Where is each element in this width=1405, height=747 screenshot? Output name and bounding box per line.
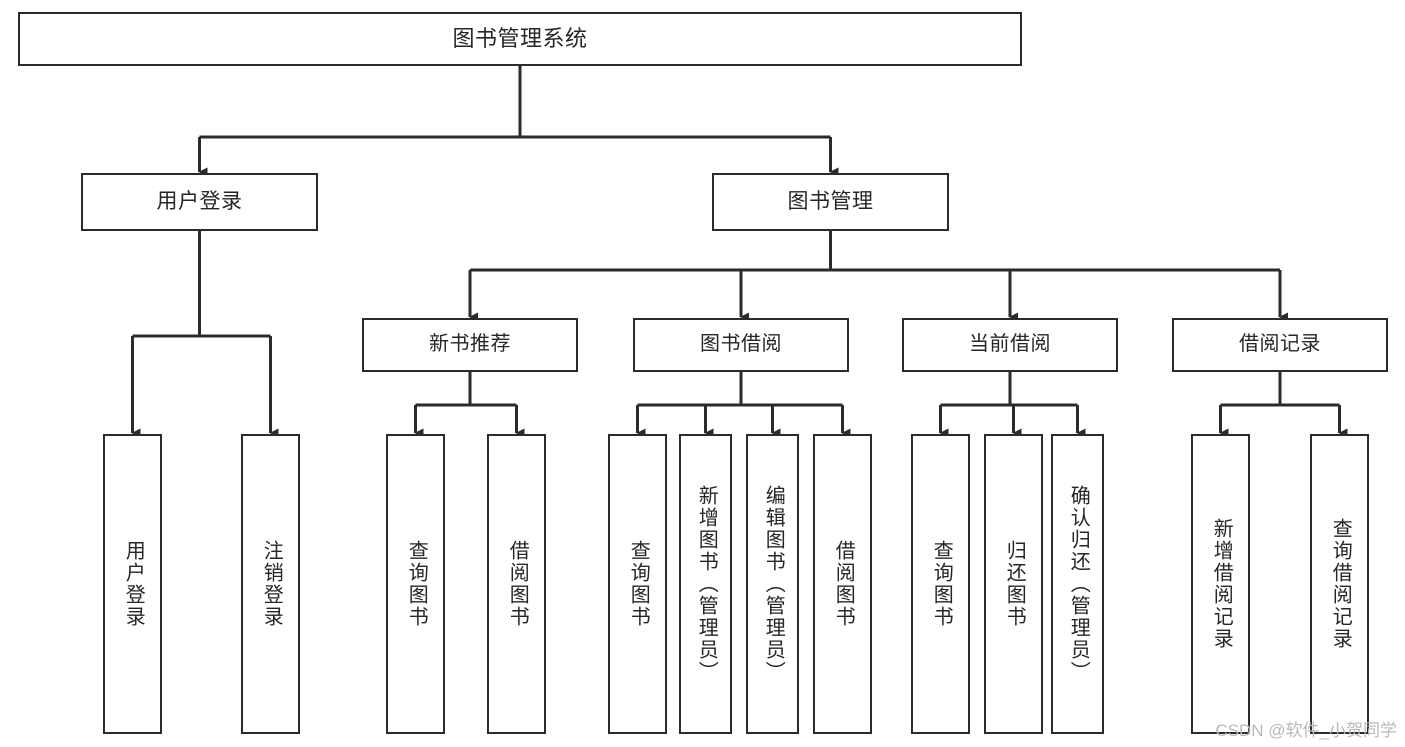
- node-label: 借阅记录: [1239, 333, 1321, 356]
- node-label: 查询图书: [930, 540, 953, 628]
- node-leaf-query-book-2[interactable]: 查询图书: [608, 434, 667, 734]
- node-leaf-add-book[interactable]: 新增图书（管理员）: [679, 434, 732, 734]
- node-label: 注销登录: [260, 540, 283, 628]
- node-label: 查询借阅记录: [1329, 518, 1352, 650]
- node-label: 新书推荐: [429, 333, 511, 356]
- node-leaf-query-record[interactable]: 查询借阅记录: [1310, 434, 1369, 734]
- node-root[interactable]: 图书管理系统: [18, 12, 1022, 66]
- node-leaf-borrow-book-1[interactable]: 借阅图书: [487, 434, 546, 734]
- node-book-manage[interactable]: 图书管理: [712, 173, 949, 231]
- node-leaf-borrow-book-2[interactable]: 借阅图书: [813, 434, 872, 734]
- node-label: 图书管理系统: [452, 26, 588, 52]
- node-leaf-return-book[interactable]: 归还图书: [984, 434, 1043, 734]
- node-leaf-edit-book[interactable]: 编辑图书（管理员）: [746, 434, 799, 734]
- node-label: 图书管理: [787, 189, 874, 213]
- node-leaf-add-record[interactable]: 新增借阅记录: [1191, 434, 1250, 734]
- node-label: 归还图书: [1003, 540, 1026, 628]
- node-label: 图书借阅: [700, 333, 782, 356]
- node-label: 编辑图书（管理员）: [762, 485, 785, 683]
- node-new-book-rec[interactable]: 新书推荐: [362, 318, 578, 372]
- node-label: 确认归还（管理员）: [1067, 485, 1090, 683]
- node-label: 借阅图书: [832, 540, 855, 628]
- connector-lines: [131, 66, 1348, 438]
- node-book-borrow[interactable]: 图书借阅: [633, 318, 849, 372]
- node-label: 查询图书: [405, 540, 428, 628]
- node-borrow-record[interactable]: 借阅记录: [1172, 318, 1388, 372]
- node-user-login[interactable]: 用户登录: [81, 173, 318, 231]
- node-label: 借阅图书: [506, 540, 529, 628]
- node-leaf-user-login[interactable]: 用户登录: [103, 434, 162, 734]
- node-current-borrow[interactable]: 当前借阅: [902, 318, 1118, 372]
- node-leaf-query-book-1[interactable]: 查询图书: [386, 434, 445, 734]
- node-label: 新增图书（管理员）: [695, 485, 718, 683]
- node-leaf-query-book-3[interactable]: 查询图书: [911, 434, 970, 734]
- node-leaf-confirm-return[interactable]: 确认归还（管理员）: [1051, 434, 1104, 734]
- node-label: 新增借阅记录: [1210, 518, 1233, 650]
- node-label: 查询图书: [627, 540, 650, 628]
- node-label: 当前借阅: [969, 333, 1051, 356]
- node-leaf-logout[interactable]: 注销登录: [241, 434, 300, 734]
- node-label: 用户登录: [122, 540, 145, 628]
- node-label: 用户登录: [156, 189, 243, 213]
